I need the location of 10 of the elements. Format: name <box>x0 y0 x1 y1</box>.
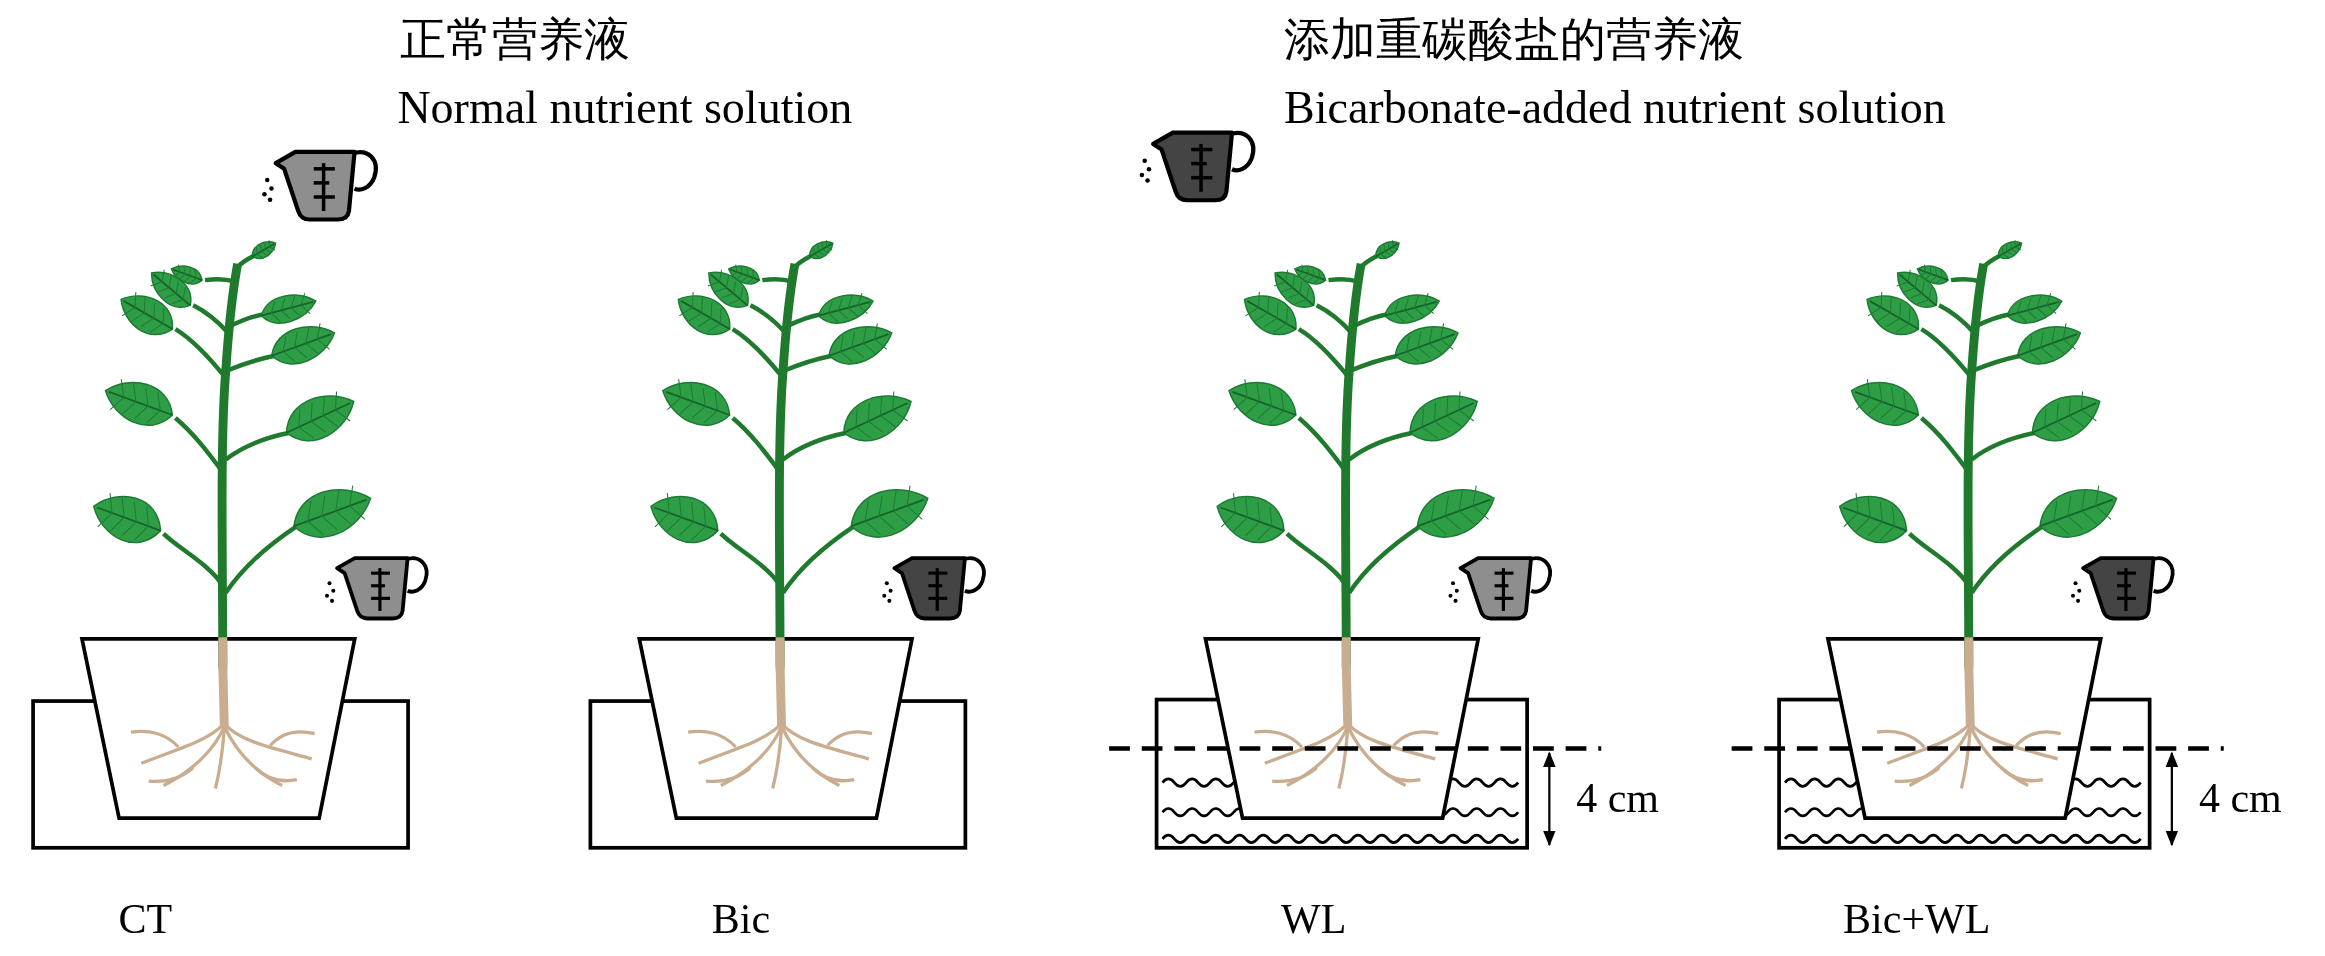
legend-text: 添加重碳酸盐的营养液 <box>1284 14 1745 66</box>
panel-label: Bic+WL <box>1843 895 1991 942</box>
legend-text: Bicarbonate-added nutrient solution <box>1284 83 1946 134</box>
dimension-label: 4 cm <box>1576 775 1659 822</box>
panel-label: Bic <box>711 895 771 942</box>
legend-text: Normal nutrient solution <box>397 83 853 134</box>
legend-text: 正常营养液 <box>400 14 631 66</box>
panel-label: WL <box>1281 895 1347 942</box>
panel-label: CT <box>118 895 173 942</box>
dimension-label: 4 cm <box>2198 775 2282 822</box>
